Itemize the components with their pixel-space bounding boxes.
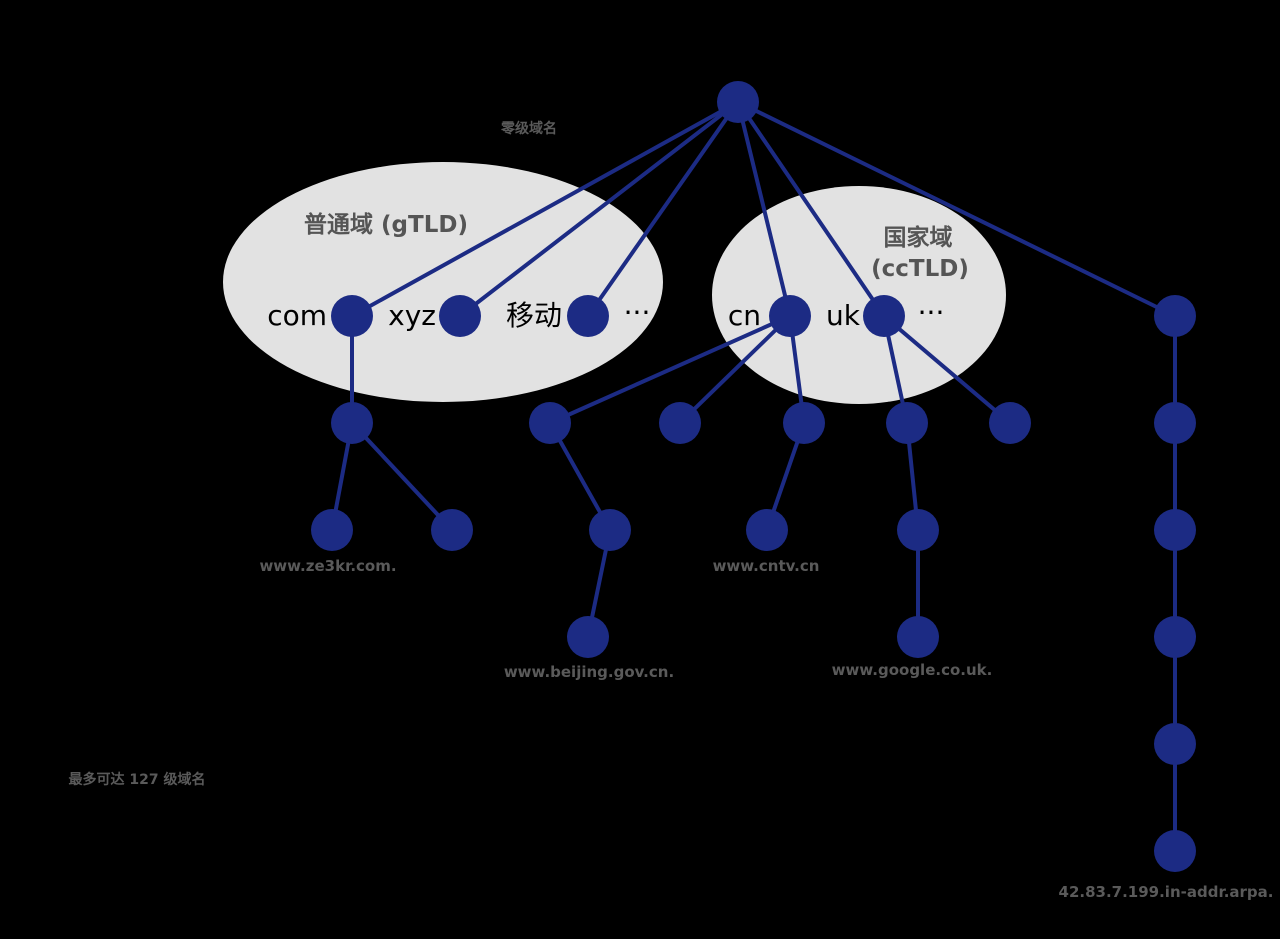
node-arpa-4 [1154, 616, 1196, 658]
edge-uk-other [882, 314, 1012, 425]
cctld-zone-label-line1: 国家域 [884, 224, 953, 251]
edge-root-com [350, 100, 740, 318]
node-xyz [439, 295, 481, 337]
gtld-more-label: ··· [624, 296, 651, 329]
example-beijing: www.beijing.gov.cn. [504, 663, 674, 681]
tld-label-cn: cn [728, 299, 761, 332]
node-cn-gov [529, 402, 571, 444]
node-cn-mid [659, 402, 701, 444]
edge-root-uk [736, 100, 886, 318]
example-cntv: www.cntv.cn [713, 557, 820, 575]
max-levels-label: 最多可达 127 级域名 [69, 771, 206, 788]
cctld-more-label: ··· [918, 296, 945, 329]
tree-nodes [311, 81, 1196, 872]
edge-root-xyz [458, 100, 740, 318]
edge-root-mobile [586, 100, 740, 318]
node-com [331, 295, 373, 337]
node-root [717, 81, 759, 123]
edge-root-cn [736, 100, 792, 318]
node-ze3kr [311, 509, 353, 551]
node-com-child [331, 402, 373, 444]
node-cn [769, 295, 811, 337]
node-beijing-www [567, 616, 609, 658]
edge-cn-mid [678, 314, 792, 425]
gtld-zone-label: 普通域 (gTLD) [304, 211, 468, 238]
edge-root-arpa [736, 100, 1177, 318]
node-google [897, 509, 939, 551]
node-uk-other [989, 402, 1031, 444]
node-cn-cntv [783, 402, 825, 444]
cctld-zone-label-line2: (ccTLD) [871, 256, 969, 282]
gtld-zone [223, 162, 663, 402]
node-mobile [567, 295, 609, 337]
tld-label-mobile: 移动 [506, 299, 562, 332]
root-level-label: 零级域名 [500, 120, 557, 137]
node-beijing [589, 509, 631, 551]
tld-label-uk: uk [826, 299, 861, 332]
example-ze3kr: www.ze3kr.com. [259, 557, 396, 575]
node-arpa-2 [1154, 402, 1196, 444]
node-com-other [431, 509, 473, 551]
example-google: www.google.co.uk. [832, 661, 993, 679]
tld-label-com: com [267, 299, 327, 332]
node-arpa-6 [1154, 830, 1196, 872]
node-google-www [897, 616, 939, 658]
tld-label-xyz: xyz [388, 299, 436, 332]
node-arpa-5 [1154, 723, 1196, 765]
node-uk-co [886, 402, 928, 444]
node-cntv-www [746, 509, 788, 551]
example-arpa: 42.83.7.199.in-addr.arpa. [1059, 883, 1274, 901]
node-arpa [1154, 295, 1196, 337]
cctld-zone [712, 186, 1006, 404]
edge-com-other [350, 421, 454, 532]
edge-cn-gov [548, 314, 792, 425]
node-uk [863, 295, 905, 337]
node-arpa-3 [1154, 509, 1196, 551]
